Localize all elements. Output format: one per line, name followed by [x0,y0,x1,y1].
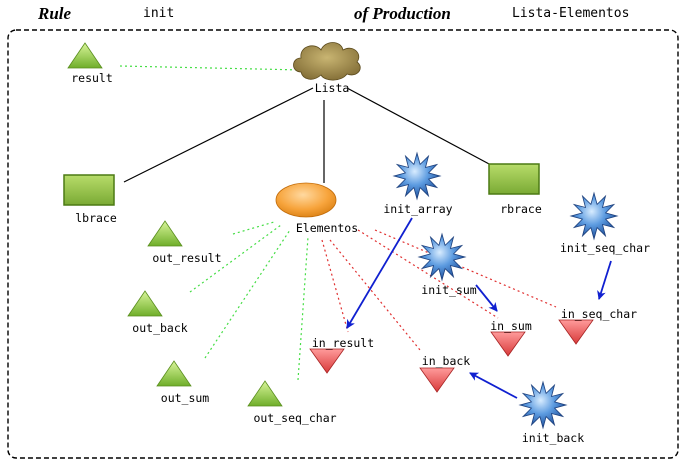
edge-elementos-to-out_result [232,221,275,235]
node-init-seq-char[interactable]: init_seq_char [560,191,650,255]
node-out-back[interactable]: out_back [127,290,188,335]
node-label: in_seq_char [561,307,637,321]
node-label: out_back [132,321,187,335]
green-rectangle-icon [63,174,115,206]
red-triangle-icon [490,331,526,357]
node-label: in_back [422,354,471,368]
node-init-sum[interactable]: init_sum [417,232,477,297]
edge-init_array-to-in_result [346,217,413,329]
blue-star-icon [518,380,568,430]
node-in-seq-char[interactable]: in_seq_char [558,307,637,345]
node-label: Lista [315,81,350,95]
node-label: init_back [522,431,584,445]
red-triangle-icon [558,319,594,345]
production-name: Lista-Elementos [512,6,630,21]
edge-elementos-to-out_seq_char [297,236,309,381]
edge-init_sum-to-in_sum [475,284,498,312]
blue-star-icon [392,151,442,201]
node-label: out_result [152,251,221,265]
green-triangle-icon [247,380,283,407]
blue-star-icon [569,191,619,241]
edge-lista-to-lbrace [123,87,314,183]
edge-lista-to-result [119,65,304,71]
node-out-seq-char[interactable]: out_seq_char [247,380,337,425]
green-triangle-icon [147,220,183,247]
edge-elementos-to-in_result [321,239,349,333]
node-init-back[interactable]: init_back [518,380,584,445]
node-lbrace[interactable]: lbrace [63,174,117,225]
production-frame [7,29,679,459]
node-label: init_array [383,202,452,216]
green-triangle-icon [156,360,192,387]
edge-elementos-to-out_back [189,224,282,293]
production-label: of Production [354,4,451,23]
edge-lista-to-rbrace [346,87,492,166]
blue-star-icon [417,232,467,282]
node-label: out_seq_char [253,411,336,425]
node-label: result [71,71,113,85]
rule-name: init [143,6,175,21]
green-rectangle-icon [488,163,540,195]
node-in-back[interactable]: in_back [419,354,471,393]
node-label: init_seq_char [560,241,650,255]
node-rbrace[interactable]: rbrace [488,163,542,216]
rule-label: Rule [38,4,72,23]
node-label: out_sum [161,391,210,405]
node-result[interactable]: result [67,42,113,85]
node-label: rbrace [500,202,542,216]
node-out-result[interactable]: out_result [147,220,222,265]
node-label: init_sum [421,283,476,297]
edge-elementos-to-out_sum [204,229,291,359]
edge-elementos-to-in_back [329,239,421,351]
orange-ellipse-icon [275,182,337,218]
node-out-sum[interactable]: out_sum [156,360,210,405]
green-triangle-icon [67,42,103,69]
edges-layer [119,65,612,399]
node-init-array[interactable]: init_array [383,151,453,216]
node-in-result[interactable]: in_result [309,336,374,374]
green-triangle-icon [127,290,163,317]
node-label: in_result [312,336,374,350]
node-label: lbrace [75,211,117,225]
node-label: Elementos [296,221,358,235]
red-triangle-icon [309,348,345,374]
node-label: in_sum [490,319,532,333]
node-elementos[interactable]: Elementos [275,182,358,235]
cloud-icon [293,42,361,81]
node-in-sum[interactable]: in_sum [490,319,532,357]
node-lista[interactable]: Lista [293,42,361,96]
edge-init_back-to-in_back [469,372,518,399]
edge-init_seq_char-to-in_seq_char [597,260,612,300]
red-triangle-icon [419,367,455,393]
